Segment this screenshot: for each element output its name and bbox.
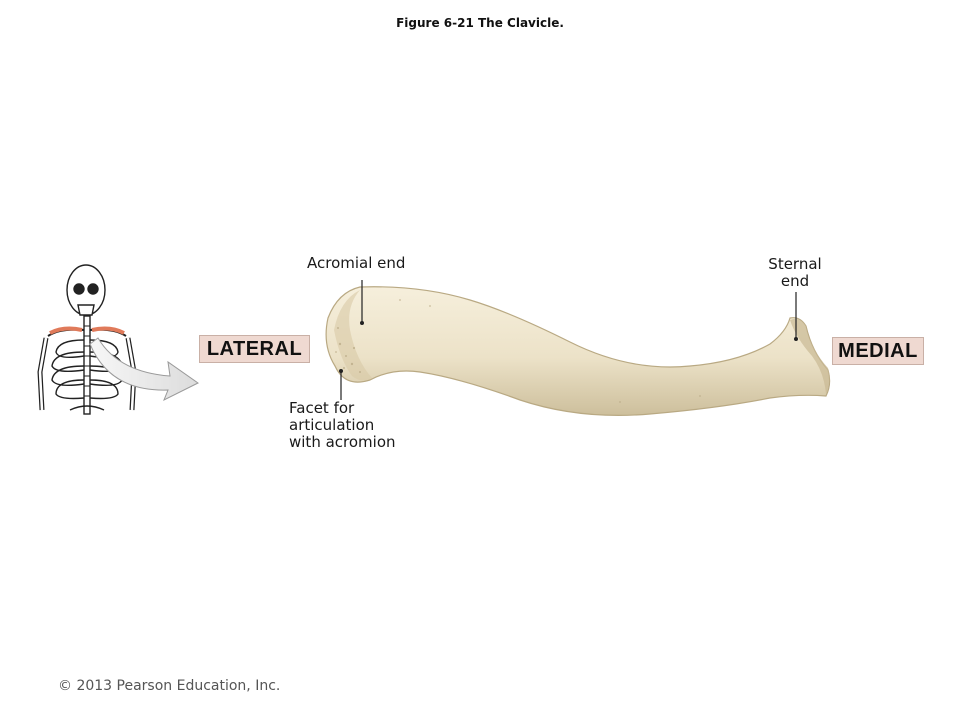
lateral-label: LATERAL (199, 335, 310, 363)
medial-label: MEDIAL (832, 337, 924, 365)
clavicle-bone (325, 286, 831, 416)
figure-title: Figure 6-21 The Clavicle. (396, 16, 564, 30)
sternal-end-label-line1: Sternal (768, 255, 822, 273)
leader-acromial-end-dot (360, 321, 364, 325)
leader-facet-dot (339, 369, 343, 373)
acromial-end-label: Acromial end (307, 254, 406, 272)
copyright-notice: © 2013 Pearson Education, Inc. (58, 678, 281, 694)
sternal-end-label-line2: end (780, 272, 810, 290)
sternal-end-label: Sternal end (762, 256, 828, 290)
leader-sternal-end-dot (794, 337, 798, 341)
skeleton-thumbnail (37, 264, 137, 415)
facet-label-line1: Facet for (289, 399, 355, 417)
pointer-arrow (89, 337, 199, 402)
facet-label: Facet for articulation with acromion (289, 400, 396, 451)
clavicle-right-highlight (91, 326, 125, 335)
facet-label-line2: articulation (289, 416, 375, 434)
clavicle-left-highlight (49, 326, 83, 335)
facet-label-line3: with acromion (289, 433, 396, 451)
